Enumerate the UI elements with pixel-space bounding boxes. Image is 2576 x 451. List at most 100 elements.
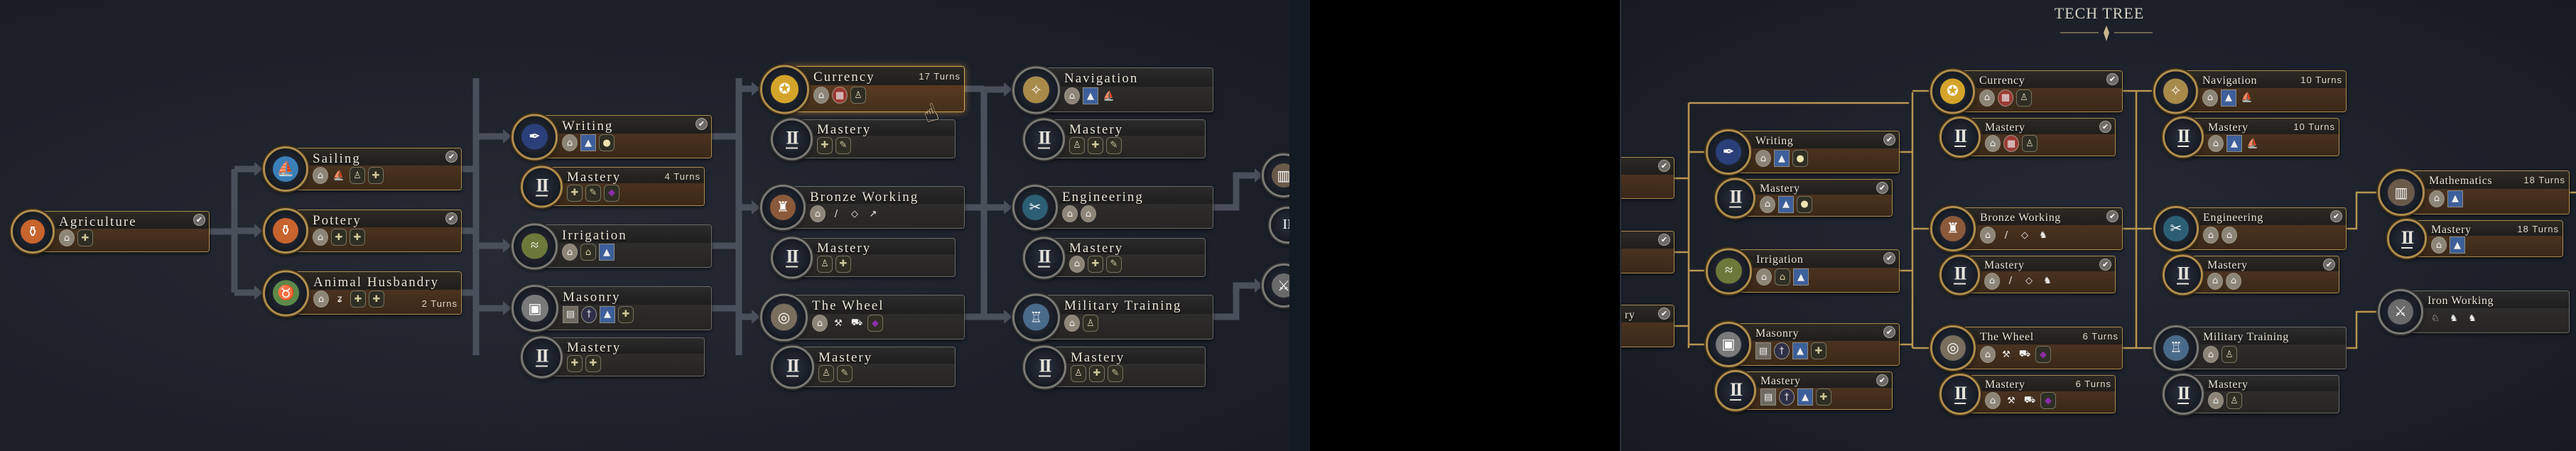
- plus-card-icon[interactable]: ✚: [1088, 136, 1103, 154]
- building-icon[interactable]: ⌂: [2202, 89, 2218, 107]
- person-card-icon[interactable]: ♙: [1071, 364, 1086, 382]
- person-card-icon[interactable]: ♙: [2221, 346, 2237, 363]
- tech-node-partial[interactable]: ✔: [1621, 231, 1674, 273]
- tech-node-irrigation[interactable]: ≈Irrigation✔⌂⌂▲: [1706, 248, 1900, 294]
- wonder-icon[interactable]: ▲: [2226, 135, 2242, 153]
- tech-node-engineering[interactable]: ✂Engineering⌂⌂: [1012, 185, 1213, 230]
- plus-card-icon[interactable]: ✚: [567, 184, 583, 202]
- catapult-unit-icon[interactable]: ⚒: [2002, 349, 2011, 360]
- chariot-unit-icon[interactable]: ⛟: [2018, 348, 2031, 359]
- tech-node-the-wheel[interactable]: ◎The Wheel⌂⚒⛟◆: [760, 293, 965, 341]
- building-icon[interactable]: ⌂: [1069, 255, 1085, 273]
- tech-node-writing[interactable]: ✒Writing✔⌂▲●: [1706, 129, 1900, 175]
- plus-card-icon[interactable]: ✚: [585, 354, 601, 372]
- building-square-icon[interactable]: ▤: [1755, 342, 1771, 359]
- wonder-icon[interactable]: ▲: [600, 305, 615, 323]
- horse-resource-icon[interactable]: ʑ: [337, 293, 342, 305]
- person-card-icon[interactable]: ♙: [817, 255, 833, 273]
- obelisk-icon[interactable]: †: [1774, 342, 1790, 359]
- plus-card-icon[interactable]: ✚: [567, 354, 583, 372]
- wonder-icon[interactable]: ▲: [2221, 89, 2236, 107]
- ship-unit-icon[interactable]: ⛵: [2241, 92, 2253, 104]
- catapult-unit-icon[interactable]: ⚒: [2007, 395, 2015, 406]
- person-card-icon[interactable]: ♙: [1083, 315, 1098, 332]
- sword-card-icon[interactable]: ✎: [837, 364, 853, 382]
- building-icon[interactable]: ⌂: [2221, 227, 2237, 244]
- helmet-unit-icon[interactable]: ♞: [2450, 313, 2458, 324]
- horse-unit-icon[interactable]: ♘: [2431, 313, 2440, 324]
- lightbulb-card-icon[interactable]: ●: [1792, 150, 1808, 167]
- tech-node-agriculture[interactable]: ⚱Agriculture✔⌂✚: [11, 210, 210, 254]
- plus-card-icon[interactable]: ✚: [835, 255, 851, 273]
- plus-card-icon[interactable]: ✚: [817, 136, 833, 154]
- building-icon[interactable]: ⌂: [812, 315, 828, 332]
- building-icon[interactable]: ⌂: [313, 167, 328, 184]
- tech-node-ry[interactable]: ry✔: [1621, 305, 1674, 347]
- plus-card-icon[interactable]: ✚: [1816, 388, 1831, 406]
- tech-node-military-training[interactable]: ♖Military Training⌂♙: [2153, 325, 2347, 371]
- catapult-unit-icon[interactable]: ⚒: [834, 317, 843, 329]
- house-card-icon[interactable]: ⌂: [580, 244, 596, 261]
- plus-card-icon[interactable]: ✚: [1811, 342, 1827, 359]
- person-card-icon[interactable]: ♙: [2022, 135, 2037, 153]
- tech-node-currency[interactable]: ✪Currency✔⌂▦♙: [1930, 69, 2123, 114]
- wonder-icon[interactable]: ▲: [2447, 190, 2463, 207]
- building-icon[interactable]: ⌂: [1985, 135, 2001, 153]
- helmet-unit-icon[interactable]: ♞: [2043, 276, 2052, 287]
- sword-unit-icon[interactable]: ↗: [869, 208, 877, 219]
- helmet-unit-icon[interactable]: ♞: [2468, 313, 2477, 324]
- building-icon[interactable]: ⌂: [562, 244, 578, 261]
- building-icon[interactable]: ⌂: [59, 229, 75, 247]
- spear-unit-icon[interactable]: /: [2008, 276, 2013, 287]
- plus-card-icon[interactable]: ✚: [618, 305, 634, 323]
- ship-unit-icon[interactable]: ⛵: [2246, 138, 2259, 149]
- tech-medallion-partial[interactable]: ⚔: [1262, 263, 1289, 308]
- wonder-icon[interactable]: ▲: [1793, 268, 1809, 286]
- building-icon[interactable]: ⌂: [2226, 272, 2241, 290]
- building-square-icon[interactable]: ▤: [1760, 388, 1776, 406]
- tech-node-bronze-working[interactable]: ♜Bronze Working⌂/◇↗: [760, 185, 965, 230]
- chariot-unit-icon[interactable]: ⛟: [2023, 394, 2036, 406]
- purple-card-icon[interactable]: ◆: [2040, 392, 2056, 410]
- person-card-icon[interactable]: ♙: [1069, 136, 1085, 154]
- ship-unit-icon[interactable]: ⛵: [332, 170, 345, 181]
- tech-node-irrigation[interactable]: ≈Irrigation⌂⌂▲: [512, 223, 712, 269]
- wonder-icon[interactable]: ▲: [1797, 388, 1813, 406]
- person-card-icon[interactable]: ♙: [850, 87, 866, 104]
- plus-card-icon[interactable]: ✚: [369, 290, 384, 308]
- person-card-icon[interactable]: ♙: [818, 364, 834, 382]
- ship-unit-icon[interactable]: ⛵: [1103, 90, 1115, 102]
- building-icon[interactable]: ⌂: [1756, 268, 1772, 286]
- plus-card-icon[interactable]: ✚: [1088, 255, 1103, 273]
- building-icon[interactable]: ⌂: [1081, 205, 1096, 222]
- person-card-icon[interactable]: ♙: [350, 167, 365, 184]
- purple-card-icon[interactable]: ◆: [604, 184, 619, 202]
- person-card-icon[interactable]: ♙: [2016, 89, 2032, 107]
- lightbulb-card-icon[interactable]: ●: [599, 134, 615, 152]
- building-icon[interactable]: ⌂: [313, 290, 329, 308]
- tech-node-iron-working[interactable]: ⚔Iron Working♘♞♞: [2378, 289, 2570, 335]
- building-icon[interactable]: ⌂: [1062, 205, 1078, 222]
- bow-unit-icon[interactable]: ◇: [2025, 276, 2033, 287]
- market-icon[interactable]: ▦: [1998, 89, 2013, 107]
- sword-card-icon[interactable]: ✎: [585, 184, 601, 202]
- wonder-icon[interactable]: ▲: [1774, 150, 1790, 167]
- building-icon[interactable]: ⌂: [1984, 272, 2000, 290]
- plus-card-icon[interactable]: ✚: [331, 229, 347, 246]
